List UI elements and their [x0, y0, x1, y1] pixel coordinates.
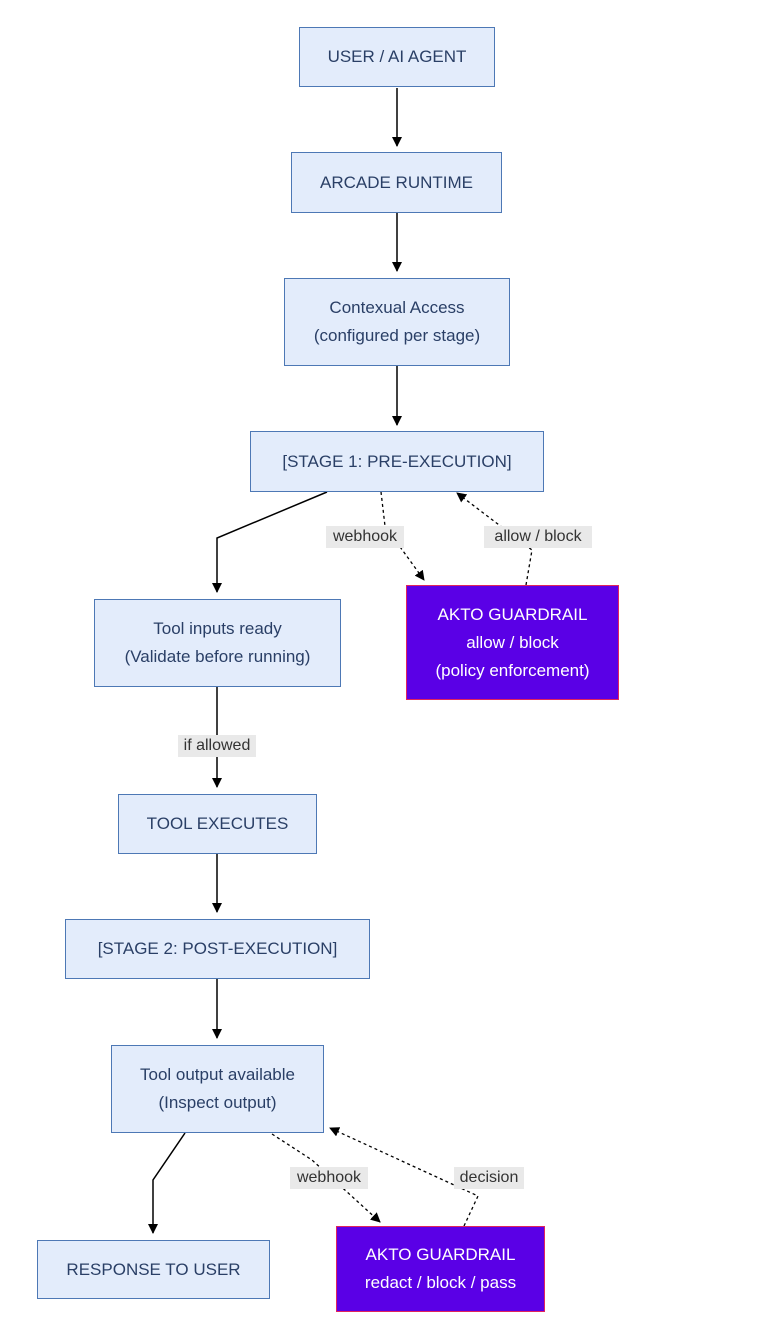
node-response-line-1: RESPONSE TO USER	[66, 1259, 241, 1279]
edge-label-webhook-stage2: webhook	[290, 1167, 368, 1189]
node-user-line-1: USER / AI AGENT	[327, 47, 467, 66]
node-stage2-line-1: [STAGE 2: POST-EXECUTION]	[97, 939, 338, 958]
node-tool-output-line-1: Tool output available	[139, 1065, 295, 1084]
edge-label-allow-block: allow / block	[484, 526, 592, 548]
edge-label-if-allowed: if allowed	[178, 735, 256, 757]
node-tool-executes: TOOL EXECUTES	[118, 794, 317, 854]
node-guard1-line-2: allow / block	[466, 632, 559, 652]
node-tool-output-available: Tool output available (Inspect output)	[111, 1045, 324, 1133]
node-guard1-line-3: (policy enforcement)	[435, 660, 590, 680]
node-stage2-post-execution: [STAGE 2: POST-EXECUTION]	[65, 919, 370, 979]
edge-label-decision: decision	[454, 1167, 524, 1189]
node-tool-inputs-ready: Tool inputs ready (Validate before runni…	[94, 599, 341, 687]
edge-tool-output-to-response	[148, 1132, 186, 1234]
node-guard2-line-1: AKTO GUARDRAIL	[365, 1245, 516, 1264]
node-contextual-access: Contexual Access (configured per stage)	[284, 278, 510, 366]
edge-label-webhook-stage1: webhook	[326, 526, 404, 548]
node-user-ai-agent: USER / AI AGENT	[299, 27, 495, 87]
edge-stage1-webhook-to-guard1	[380, 491, 425, 581]
node-akto-guardrail-1: AKTO GUARDRAIL allow / block (policy enf…	[406, 585, 619, 700]
node-tool-output-line-2: (Inspect output)	[158, 1093, 277, 1112]
node-tool-inputs-line-2: (Validate before running)	[124, 647, 311, 666]
node-arcade-line-1: ARCADE RUNTIME	[319, 172, 473, 192]
edge-stage1-to-tool-inputs	[212, 491, 328, 593]
node-stage1-line-1: [STAGE 1: PRE-EXECUTION]	[282, 451, 512, 471]
node-response-to-user: RESPONSE TO USER	[37, 1240, 270, 1299]
node-tool-inputs-line-1: Tool inputs ready	[153, 619, 282, 638]
node-guard1-line-1: AKTO GUARDRAIL	[437, 604, 588, 624]
edge-guard1-allow-block-to-stage1	[456, 492, 533, 586]
node-contextual-line-2: (configured per stage)	[313, 326, 481, 345]
node-akto-guardrail-2: AKTO GUARDRAIL redact / block / pass	[336, 1226, 545, 1312]
node-guard2-line-2: redact / block / pass	[364, 1273, 517, 1292]
node-stage1-pre-execution: [STAGE 1: PRE-EXECUTION]	[250, 431, 544, 492]
node-arcade-runtime: ARCADE RUNTIME	[291, 152, 502, 213]
node-tool-exec-line-1: TOOL EXECUTES	[146, 814, 289, 833]
node-contextual-line-1: Contexual Access	[329, 298, 465, 317]
edge-tool-output-webhook-to-guard2	[271, 1133, 381, 1223]
